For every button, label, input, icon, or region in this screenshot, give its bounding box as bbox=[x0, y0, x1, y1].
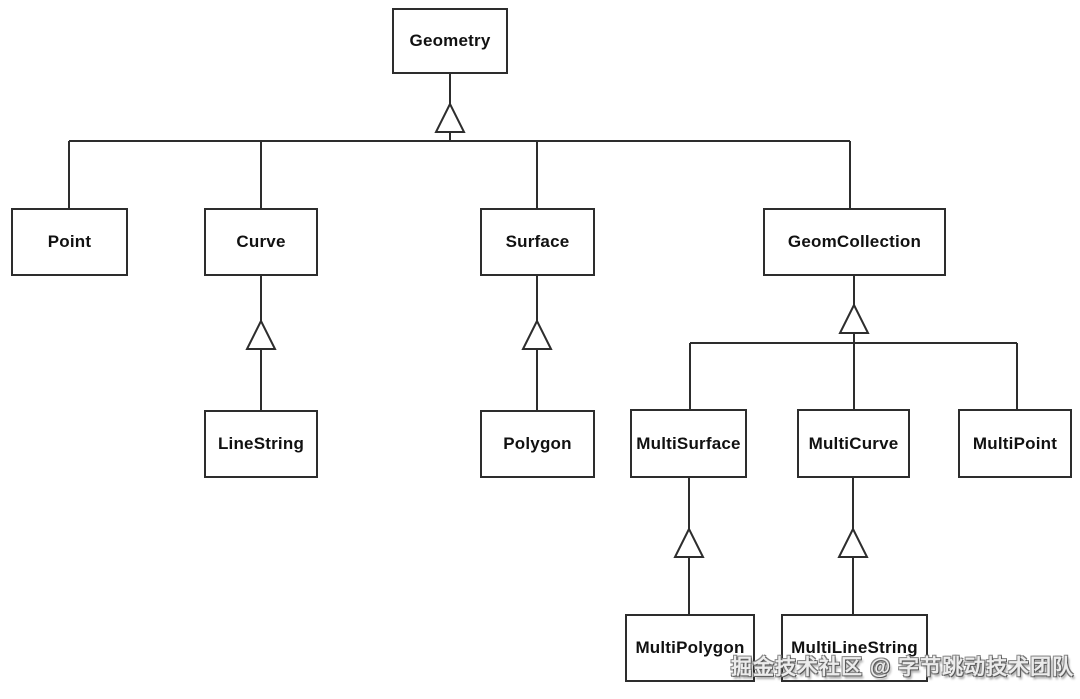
node-point: Point bbox=[11, 208, 128, 276]
generalization-arrow-multisurface bbox=[673, 526, 705, 558]
generalization-arrow-curve bbox=[245, 318, 277, 350]
node-polygon: Polygon bbox=[480, 410, 595, 478]
node-geometry: Geometry bbox=[392, 8, 508, 74]
node-multipoint: MultiPoint bbox=[958, 409, 1072, 478]
generalization-arrow-surface bbox=[521, 318, 553, 350]
node-linestring: LineString bbox=[204, 410, 318, 478]
node-geomcollection: GeomCollection bbox=[763, 208, 946, 276]
watermark-text: 掘金技术社区 @ 字节跳动技术团队 bbox=[731, 656, 1075, 679]
node-multilinestring: MultiLineString bbox=[781, 614, 928, 682]
node-multipolygon: MultiPolygon bbox=[625, 614, 755, 682]
node-surface: Surface bbox=[480, 208, 595, 276]
generalization-arrow-geometry bbox=[434, 101, 466, 133]
generalization-arrow-geomcollection bbox=[838, 302, 870, 334]
node-multicurve: MultiCurve bbox=[797, 409, 910, 478]
node-curve: Curve bbox=[204, 208, 318, 276]
node-multisurface: MultiSurface bbox=[630, 409, 747, 478]
generalization-arrow-multicurve bbox=[837, 526, 869, 558]
